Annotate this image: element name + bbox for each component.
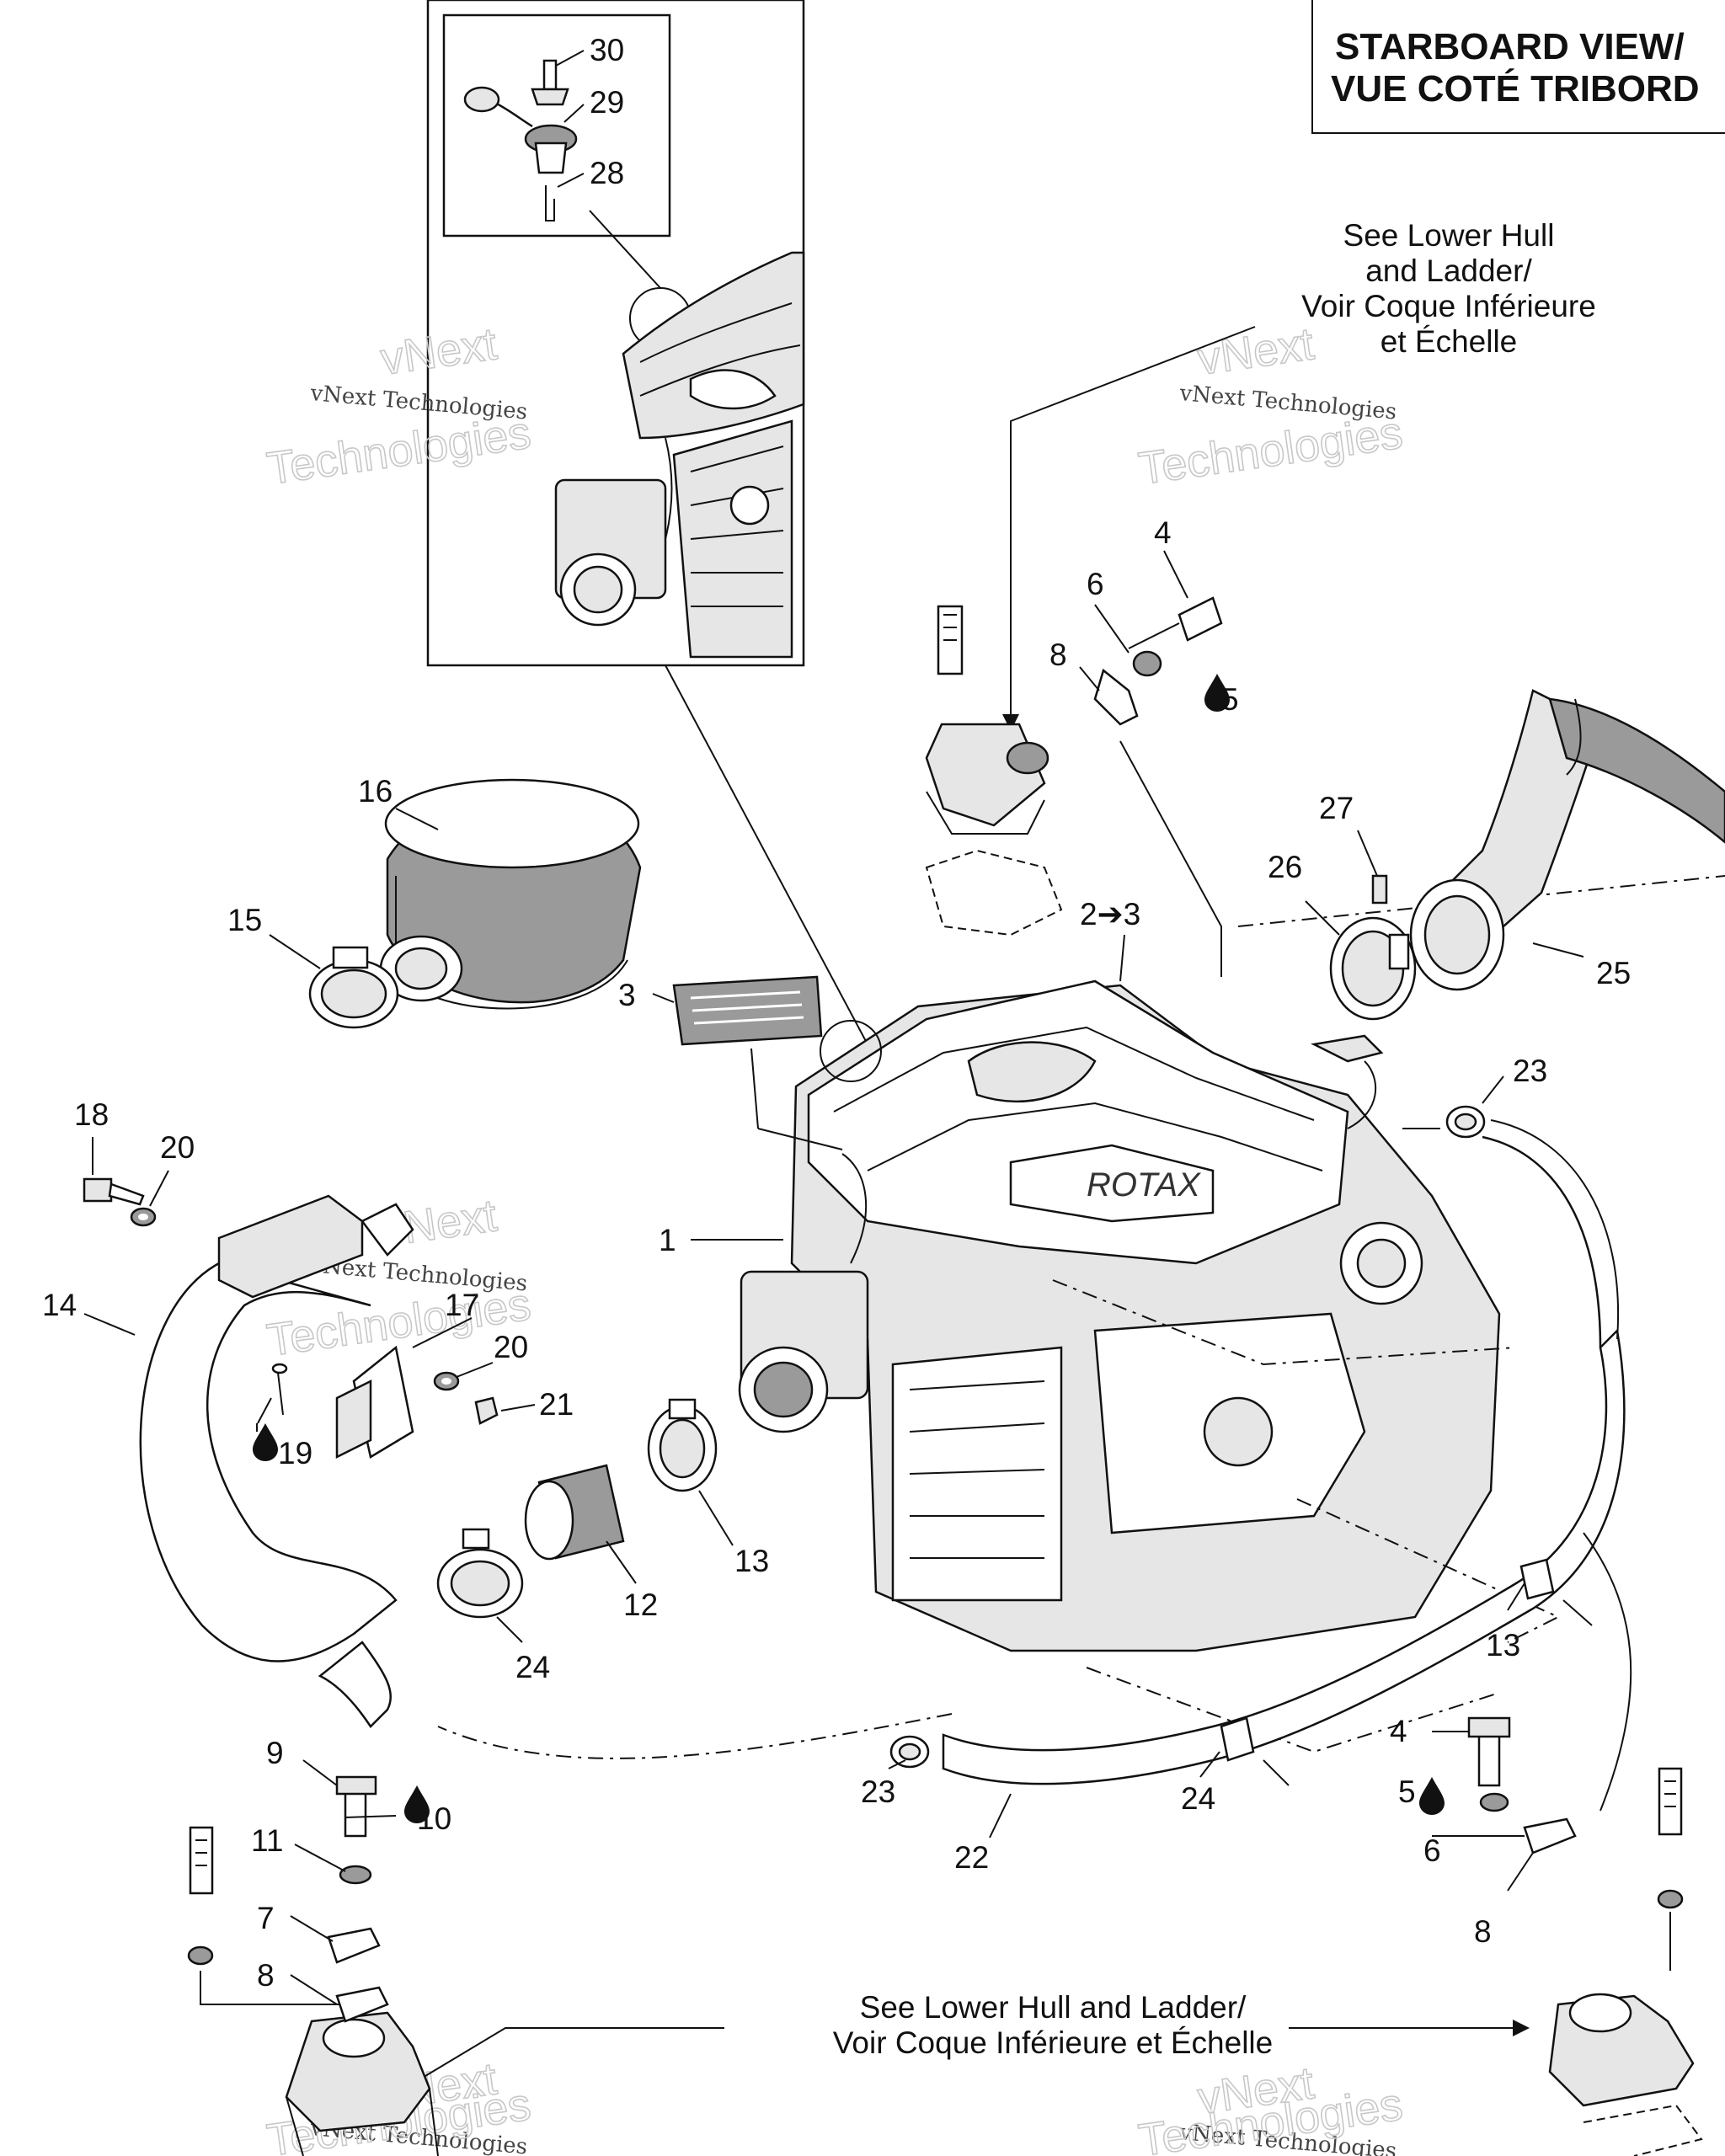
svg-text:Voir Coque Inférieure et Échel: Voir Coque Inférieure et Échelle bbox=[833, 2025, 1273, 2060]
callout-15: 15 bbox=[227, 903, 262, 937]
engine-mount-front-right bbox=[925, 596, 1223, 977]
intake-plenum bbox=[217, 1194, 414, 1299]
watermark-big: Technologies bbox=[1135, 408, 1406, 494]
callouts: 30 29 28 4 6 8 5 16 15 27 26 2➔3 25 3 23… bbox=[42, 33, 1631, 1993]
callout-5-lower-torque: 5 bbox=[1398, 1774, 1416, 1809]
callout-13-lower: 24 bbox=[515, 1650, 550, 1684]
drop-icon bbox=[404, 1785, 430, 1823]
callout-29: 29 bbox=[590, 85, 624, 120]
hose-clamp-26 bbox=[1329, 916, 1417, 1021]
note-lower-hull-top: See Lower Hull and Ladder/ Voir Coque In… bbox=[1002, 218, 1596, 731]
callout-22: 22 bbox=[954, 1840, 989, 1875]
callout-8: 8 bbox=[1049, 638, 1067, 672]
watermark-big: Technologies bbox=[264, 408, 534, 494]
rubber-coupler bbox=[524, 1464, 625, 1561]
svg-text:See Lower Hull and Ladder/: See Lower Hull and Ladder/ bbox=[860, 1990, 1247, 2025]
callout-9: 9 bbox=[266, 1736, 284, 1770]
callout-24-lower: 24 bbox=[1181, 1781, 1215, 1816]
callout-28: 28 bbox=[590, 156, 624, 190]
hose-clamp-15 bbox=[308, 946, 399, 1029]
callout-17: 17 bbox=[445, 1288, 479, 1322]
title-line-2: VUE COTÉ TRIBORD bbox=[1331, 67, 1700, 109]
title-box: STARBOARD VIEW/ VUE COTÉ TRIBORD bbox=[1311, 0, 1725, 134]
svg-text:et Échelle: et Échelle bbox=[1381, 324, 1518, 359]
svg-text:and Ladder/: and Ladder/ bbox=[1365, 253, 1532, 288]
callout-27: 27 bbox=[1319, 791, 1354, 825]
hose-clip-24-center bbox=[1220, 1716, 1290, 1786]
callout-25: 25 bbox=[1596, 956, 1631, 990]
vent-fitting bbox=[463, 59, 578, 221]
engine-assembly: ROTAX bbox=[738, 979, 1501, 1652]
inset-leader bbox=[665, 664, 868, 1045]
air-intake-hose bbox=[139, 1262, 398, 1728]
callout-20-lower: 20 bbox=[494, 1330, 528, 1364]
callout-1: 1 bbox=[659, 1223, 676, 1257]
drop-icon bbox=[1419, 1777, 1445, 1815]
watermark-big: vNext bbox=[377, 318, 499, 385]
callout-18: 18 bbox=[74, 1097, 109, 1132]
callout-6: 6 bbox=[1087, 567, 1104, 601]
hose-clamp-13-upper bbox=[647, 1398, 718, 1492]
engine-mount-rear-left bbox=[187, 1775, 439, 2156]
outlet-hose bbox=[1409, 689, 1725, 991]
watermark-big: vNext bbox=[1194, 318, 1316, 385]
callout-3: 3 bbox=[618, 978, 636, 1012]
callout-26: 26 bbox=[1268, 850, 1302, 884]
title-line-1: STARBOARD VIEW/ bbox=[1335, 26, 1685, 67]
callout-20: 20 bbox=[160, 1130, 195, 1165]
callout-11: 11 bbox=[251, 1823, 283, 1858]
callout-2-to-3: 2➔3 bbox=[1080, 897, 1140, 931]
callout-8-right: 8 bbox=[1474, 1914, 1492, 1949]
note-lower-hull-bottom: See Lower Hull and Ladder/ Voir Coque In… bbox=[396, 1990, 1530, 2095]
air-filter bbox=[379, 778, 642, 1010]
drop-icon bbox=[253, 1423, 278, 1461]
hose-clamp-23-lower bbox=[889, 1735, 930, 1769]
drop-icon bbox=[1204, 674, 1230, 712]
decal-label bbox=[672, 975, 823, 1046]
callout-12: 12 bbox=[623, 1588, 658, 1622]
callout-4-lower: 4 bbox=[1390, 1714, 1407, 1748]
bracket bbox=[335, 1345, 414, 1460]
engine-logo: ROTAX bbox=[1087, 1166, 1201, 1203]
callout-23-lower: 23 bbox=[861, 1774, 895, 1809]
callout-14: 14 bbox=[42, 1288, 77, 1322]
callout-16: 16 bbox=[358, 774, 393, 808]
hose-clamp-13-lower bbox=[436, 1528, 524, 1619]
callout-21: 21 bbox=[539, 1387, 574, 1422]
callout-19-torque: 19 bbox=[278, 1436, 312, 1470]
callout-30: 30 bbox=[590, 33, 624, 67]
loctite-drop-icons bbox=[253, 674, 1445, 1823]
fasteners-left bbox=[83, 1177, 499, 1425]
hose-clip-24-right bbox=[1519, 1558, 1593, 1626]
callout-4: 4 bbox=[1154, 515, 1172, 550]
svg-text:Voir Coque Inférieure: Voir Coque Inférieure bbox=[1301, 289, 1596, 323]
callout-24: 13 bbox=[1486, 1628, 1520, 1662]
inset-detail bbox=[426, 0, 805, 667]
callout-13-upper: 13 bbox=[734, 1544, 769, 1578]
engine-mount-rear-right bbox=[1467, 1716, 1703, 2156]
callout-6-lower: 6 bbox=[1423, 1833, 1441, 1868]
callout-8-lower: 8 bbox=[257, 1958, 275, 1993]
callout-7: 7 bbox=[257, 1901, 275, 1935]
svg-text:See Lower Hull: See Lower Hull bbox=[1343, 218, 1555, 253]
hose-clamp-23-upper bbox=[1445, 1105, 1486, 1139]
callout-23: 23 bbox=[1513, 1054, 1547, 1088]
pin-27 bbox=[1371, 874, 1388, 905]
leader-lines bbox=[83, 50, 1584, 2005]
